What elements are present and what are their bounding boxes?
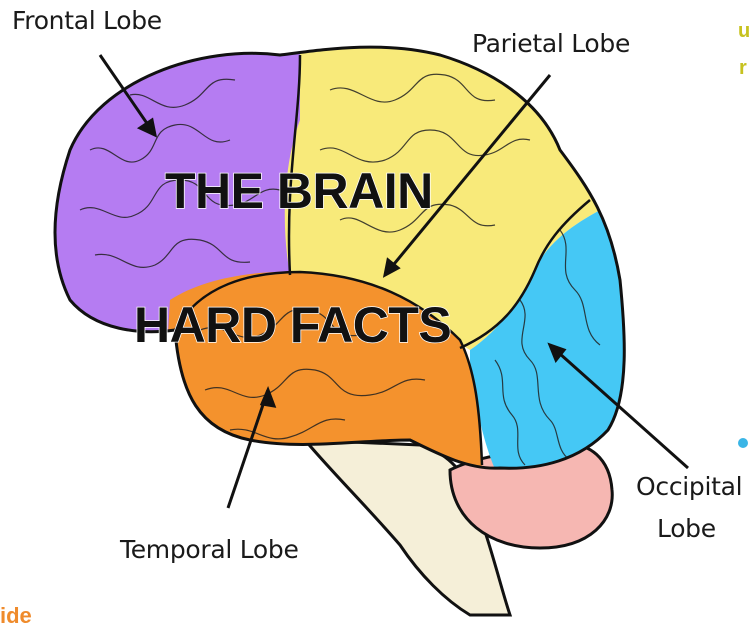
title-line-2: HARD FACTS — [134, 296, 451, 354]
edge-text-top-right-2: r — [739, 57, 747, 80]
parietal-lobe-label: Parietal Lobe — [472, 29, 630, 58]
title-line-1: THE BRAIN — [165, 162, 433, 220]
edge-text-top-right-1: u — [738, 20, 750, 43]
occipital-lobe-label-line2: Lobe — [657, 514, 716, 543]
frontal-lobe-label: Frontal Lobe — [12, 6, 162, 35]
bullet-dot — [738, 438, 748, 448]
edge-text-bottom-left: ide — [0, 603, 32, 629]
occipital-lobe-label-line1: Occipital — [636, 472, 742, 501]
temporal-lobe-label: Temporal Lobe — [120, 535, 299, 564]
